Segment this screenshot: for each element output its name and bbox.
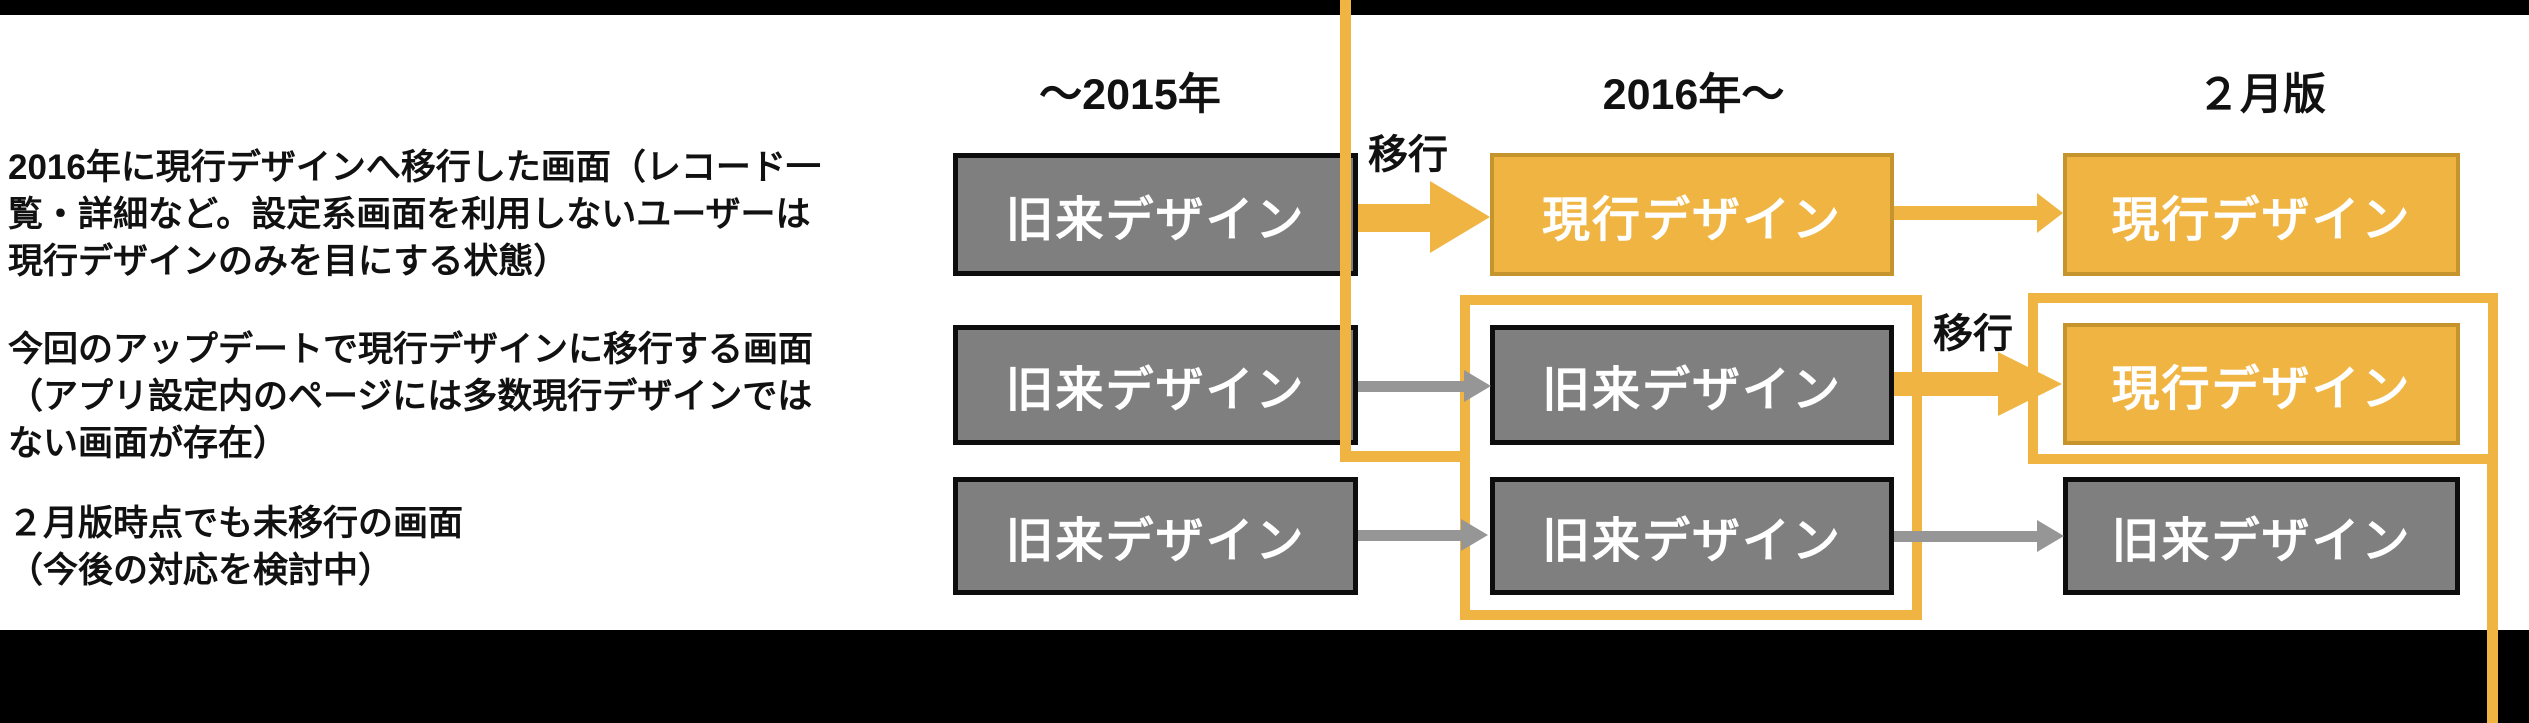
arrow-head-icon	[1998, 352, 2062, 416]
text-line: （アプリ設定内のページには多数現行デザインでは	[8, 377, 813, 416]
arrow-shaft-row2-migrate	[1894, 372, 1998, 396]
arrow-shaft-row3-keep-left	[1358, 530, 1464, 541]
box-old-design-row3-col3: 旧来デザイン	[2063, 477, 2460, 595]
box-label: 現行デザイン	[1541, 193, 1842, 247]
text-line: （今後の対応を検討中）	[8, 551, 394, 590]
box-label: 旧来デザイン	[1005, 515, 1306, 568]
row2-description: 今回のアップデートで現行デザインに移行する画面 （アプリ設定内のページには多数現…	[8, 326, 813, 467]
box-label: 旧来デザイン	[1005, 364, 1306, 417]
box-old-design-row3-col2: 旧来デザイン	[1490, 477, 1894, 595]
box-old-design-row2-col1: 旧来デザイン	[953, 325, 1358, 445]
box-current-design-row1-col2: 現行デザイン	[1490, 153, 1894, 276]
box-label: 旧来デザイン	[1005, 193, 1306, 247]
highlight-rect-middle-column	[1460, 295, 1922, 620]
arrow-shaft-row2-keep	[1358, 381, 1467, 392]
migration-label-row1: 移行	[1368, 133, 1448, 177]
arrow-shaft-row3-keep-right	[1894, 531, 2037, 542]
row3-description: ２月版時点でも未移行の画面 （今後の対応を検討中）	[8, 500, 463, 594]
arrow-head-icon	[1464, 370, 1491, 402]
callout-line-bottom-vertical	[2487, 457, 2498, 723]
arrow-head-icon	[2037, 520, 2064, 552]
column-header-2015: ～2015年	[1039, 71, 1221, 119]
arrow-head-icon	[1430, 181, 1490, 253]
row1-description: 2016年に現行デザインへ移行した画面（レコード一 覧・詳細など。設定系画面を利…	[8, 144, 821, 285]
bottom-black-bar	[0, 630, 2529, 723]
text-line: 2016年に現行デザインへ移行した画面（レコード一	[8, 148, 821, 187]
callout-line-top-vertical	[1340, 0, 1351, 462]
box-old-design-row2-col2: 旧来デザイン	[1490, 325, 1894, 445]
text-line: 現行デザインのみを目にする状態）	[8, 242, 569, 281]
arrow-head-icon	[2037, 193, 2063, 233]
text-line: 今回のアップデートで現行デザインに移行する画面	[8, 330, 814, 369]
text-line: ２月版時点でも未移行の画面	[8, 504, 464, 543]
box-label: 旧来デザイン	[1541, 515, 1842, 568]
box-label: 旧来デザイン	[2111, 515, 2412, 568]
callout-line-top-horizontal	[1340, 451, 1462, 462]
column-header-feb: ２月版	[2197, 71, 2326, 119]
box-label: 現行デザイン	[2111, 193, 2412, 247]
migration-label-row2: 移行	[1933, 312, 2013, 356]
arrow-shaft-row1-keep	[1894, 206, 2037, 220]
box-label: 旧来デザイン	[1541, 364, 1842, 417]
box-current-design-row1-col3: 現行デザイン	[2063, 153, 2460, 276]
top-black-bar	[0, 0, 2529, 15]
text-line: ない画面が存在）	[8, 424, 289, 463]
text-line: 覧・詳細など。設定系画面を利用しないユーザーは	[8, 195, 811, 234]
box-label: 現行デザイン	[2111, 363, 2412, 416]
box-old-design-row1-col1: 旧来デザイン	[953, 153, 1358, 276]
box-old-design-row3-col1: 旧来デザイン	[953, 477, 1358, 595]
arrow-head-icon	[1461, 519, 1488, 551]
box-current-design-row2-col3: 現行デザイン	[2063, 323, 2460, 445]
column-header-2016: 2016年～	[1602, 71, 1785, 119]
arrow-shaft-row1-migrate	[1358, 204, 1430, 232]
